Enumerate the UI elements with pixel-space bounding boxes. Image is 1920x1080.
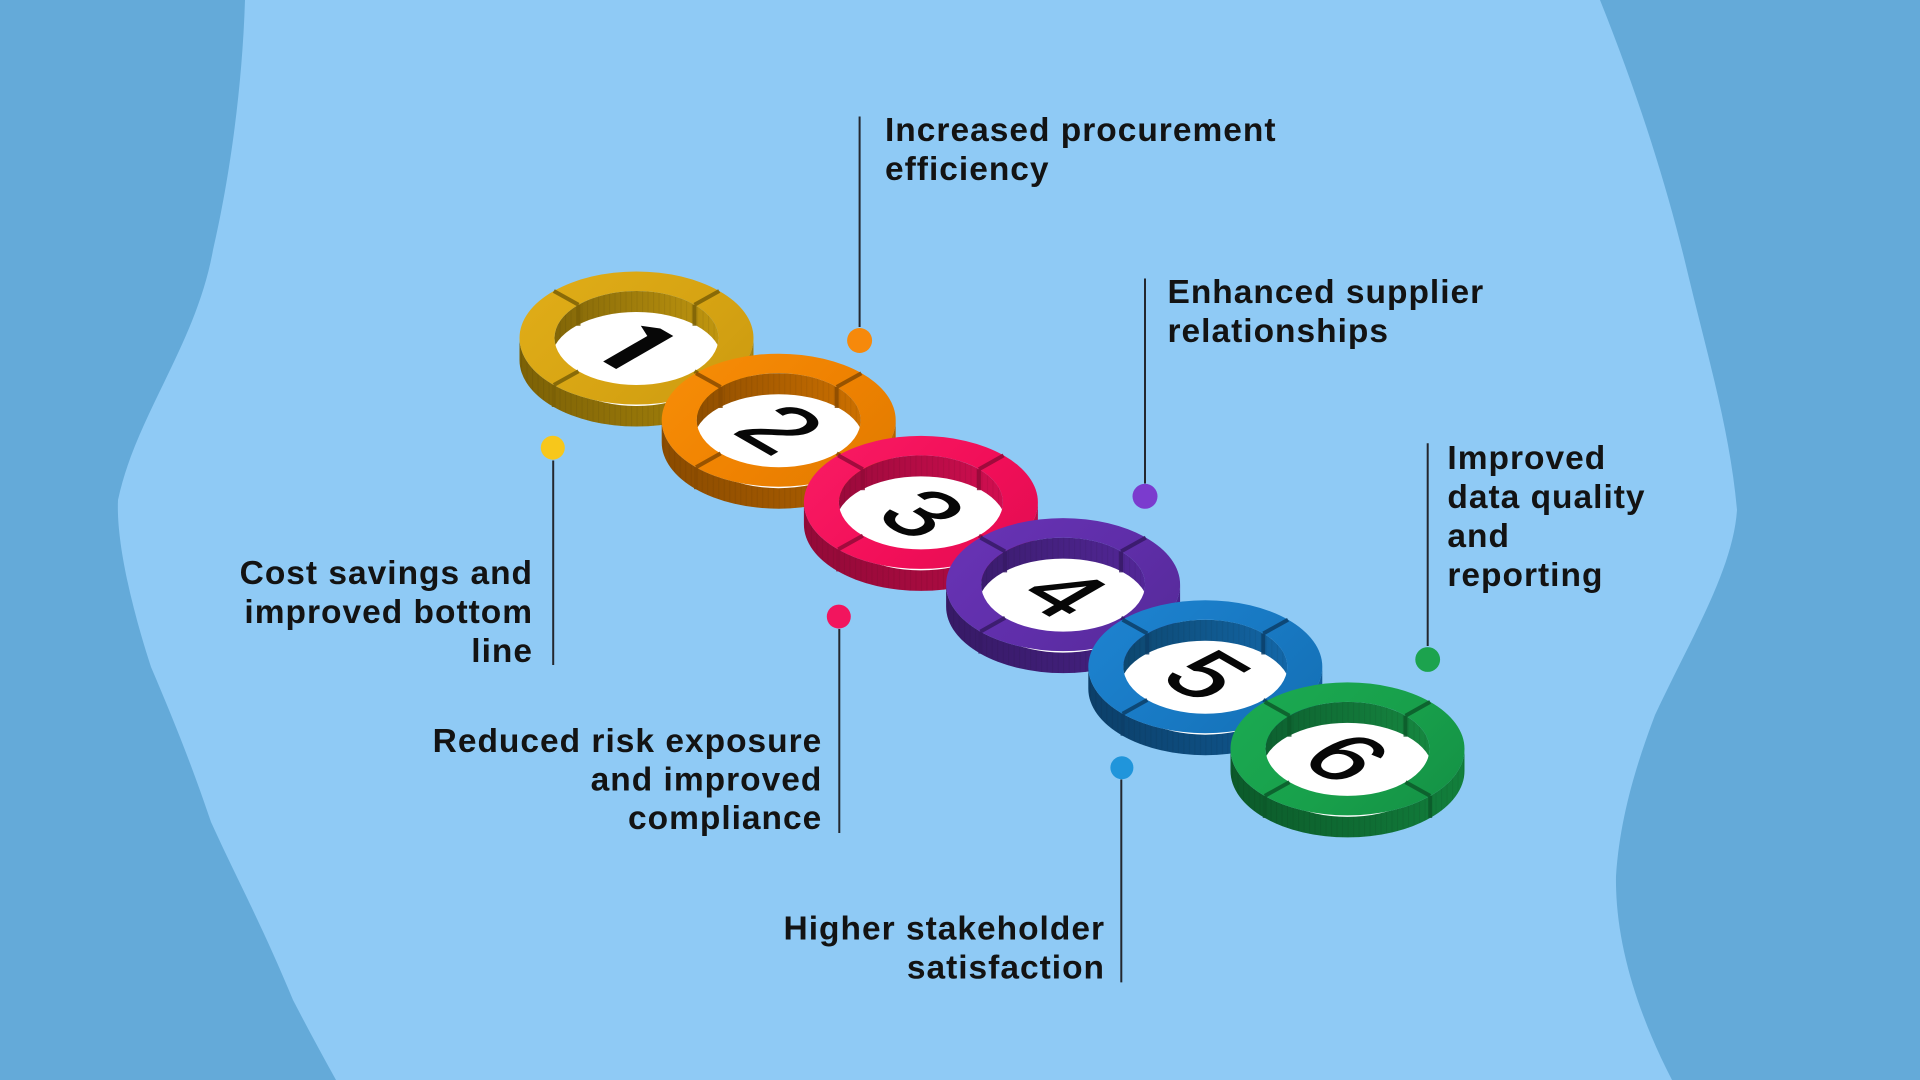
svg-text:improved bottom: improved bottom bbox=[244, 594, 533, 631]
svg-text:and: and bbox=[1447, 518, 1510, 555]
svg-text:Increased procurement: Increased procurement bbox=[885, 112, 1277, 149]
svg-text:Reduced risk exposure: Reduced risk exposure bbox=[433, 723, 823, 760]
svg-text:and improved: and improved bbox=[591, 761, 823, 798]
svg-text:Cost savings and: Cost savings and bbox=[240, 555, 533, 592]
svg-text:data quality: data quality bbox=[1447, 479, 1645, 516]
svg-text:efficiency: efficiency bbox=[885, 151, 1050, 188]
svg-text:relationships: relationships bbox=[1168, 313, 1390, 350]
svg-text:satisfaction: satisfaction bbox=[907, 949, 1105, 986]
svg-text:Improved: Improved bbox=[1447, 440, 1606, 477]
svg-text:compliance: compliance bbox=[628, 800, 822, 837]
svg-text:Enhanced supplier: Enhanced supplier bbox=[1168, 274, 1485, 311]
svg-text:reporting: reporting bbox=[1447, 557, 1603, 594]
svg-text:line: line bbox=[471, 633, 533, 670]
svg-text:Higher stakeholder: Higher stakeholder bbox=[784, 910, 1105, 947]
